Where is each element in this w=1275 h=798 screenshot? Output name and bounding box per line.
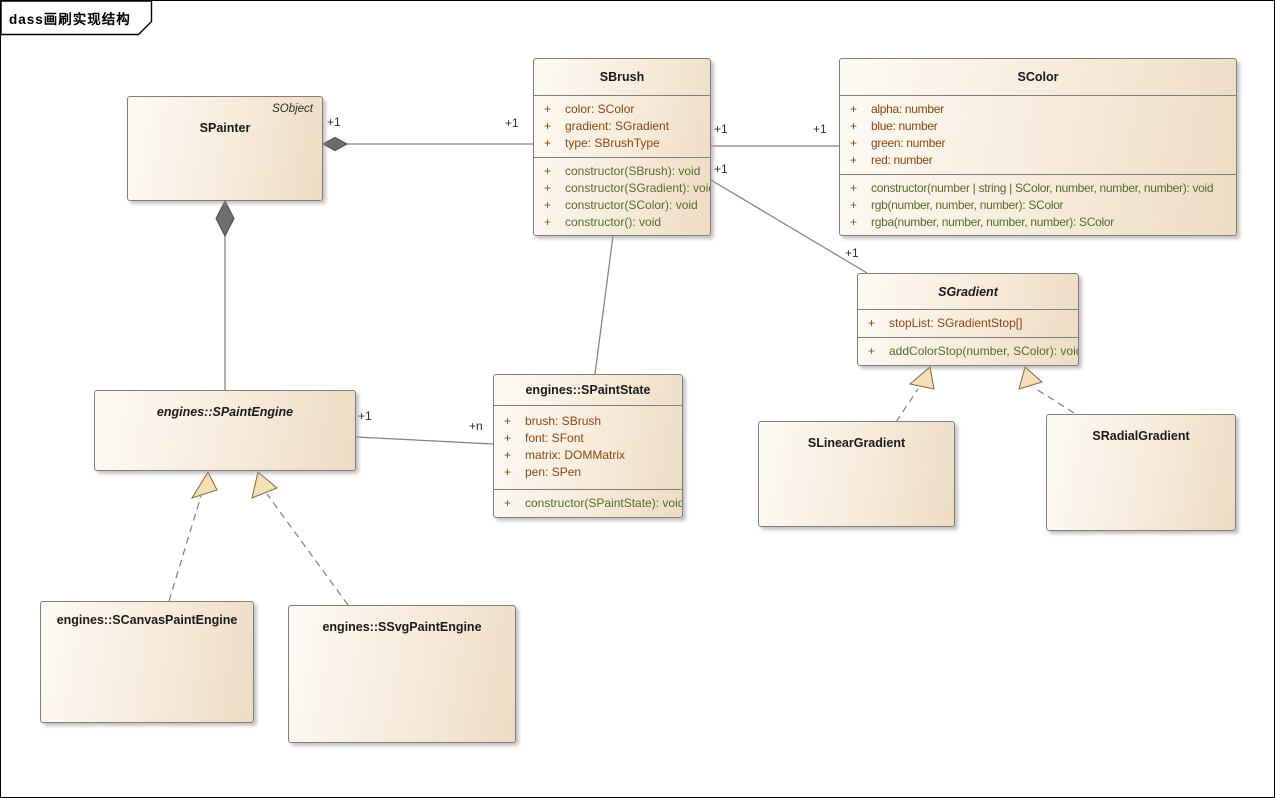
attribute-row: +stopList: SGradientStop[] [868, 316, 1023, 330]
operation-row: +constructor(SColor): void [544, 198, 698, 212]
operation-row: +constructor(number | string | SColor, n… [850, 181, 1214, 195]
connector-svgengine-paintengine [251, 471, 349, 606]
attribute-row: +green: number [850, 136, 946, 150]
attributes-compartment: +alpha: number +blue: number +green: numbe… [840, 95, 1236, 174]
diagram-frame-tab: dass画刷实现结构 [1, 1, 171, 41]
operation-row: +constructor(): void [544, 215, 662, 229]
attribute-row: +pen: SPen [504, 465, 582, 479]
attribute-row: +type: SBrushType [544, 136, 660, 150]
attributes-compartment: +color: SColor +gradient: SGradient +type:… [534, 95, 710, 157]
attribute-row: +blue: number [850, 119, 938, 133]
class-scolor[interactable]: SColor +alpha: number +blue: number +green… [839, 58, 1237, 236]
multiplicity-label: +n [469, 419, 483, 433]
class-sgradient[interactable]: SGradient +stopList: SGradientStop[] +ad… [857, 273, 1079, 366]
multiplicity-label: +1 [714, 162, 728, 176]
class-spainter[interactable]: SObject SPainter [127, 96, 323, 201]
attribute-row: +matrix: DOMMatrix [504, 448, 625, 462]
class-title: SLinearGradient [807, 436, 906, 450]
class-title: SBrush [599, 70, 645, 84]
diagram-title: dass画刷实现结构 [9, 12, 131, 27]
attribute-row: +gradient: SGradient [544, 119, 670, 133]
stereotype-label: SObject [272, 103, 313, 115]
attribute-row: +red: number [850, 153, 933, 167]
attribute-row: +font: SFont [504, 431, 584, 445]
connector-brush-state [594, 235, 614, 375]
multiplicity-label: +1 [813, 122, 827, 136]
class-title: engines::SPaintEngine [156, 405, 294, 419]
attributes-compartment: +stopList: SGradientStop[] [858, 309, 1078, 337]
operations-compartment: +constructor(SPaintState): void [494, 489, 682, 517]
connector-canvasengine-paintengine [168, 470, 218, 602]
connector-lineargradient-sgradient [895, 366, 935, 423]
attributes-compartment: +brush: SBrush +font: SFont +matrix: DOMMa… [494, 405, 682, 489]
attribute-row: +color: SColor [544, 102, 635, 116]
generalization-triangle-icon [1018, 366, 1044, 390]
operations-compartment: +constructor(SBrush): void +constructor(S… [534, 157, 711, 235]
operation-row: +constructor(SPaintState): void [504, 496, 683, 510]
operation-row: +rgb(number, number, number): SColor [850, 198, 1064, 212]
multiplicity-label: +1 [358, 409, 372, 423]
multiplicity-label: +1 [714, 122, 728, 136]
connector-radialgradient-sgradient [1018, 366, 1075, 414]
connector-painter-brush [321, 136, 533, 152]
multiplicity-label: +1 [845, 246, 859, 260]
operations-compartment: +addColorStop(number, SColor): void [858, 337, 1078, 365]
composition-diamond-icon [215, 199, 235, 238]
class-sbrush[interactable]: SBrush +color: SColor +gradient: SGradien… [533, 58, 711, 236]
operation-row: +constructor(SBrush): void [544, 164, 701, 178]
composition-diamond-icon [321, 136, 349, 152]
operation-row: +rgba(number, number, number, number): S… [850, 215, 1114, 229]
class-title: SColor [1017, 70, 1059, 84]
multiplicity-label: +1 [505, 116, 519, 130]
connector-painter-engine [215, 199, 235, 390]
generalization-triangle-icon [190, 470, 218, 499]
class-title: SRadialGradient [1092, 429, 1190, 443]
generalization-triangle-icon [251, 471, 278, 499]
connector-engine-state [355, 436, 494, 445]
generalization-triangle-icon [908, 366, 935, 390]
class-spaintstate[interactable]: engines::SPaintState +brush: SBrush+font… [493, 374, 683, 518]
attribute-row: +alpha: number [850, 102, 944, 116]
operation-row: +constructor(SGradient): void [544, 181, 711, 195]
class-spaintengine[interactable]: engines::SPaintEngine [94, 390, 356, 471]
frame-tab-shape [1, 1, 153, 36]
class-title: engines::SPaintState [525, 383, 651, 397]
class-title: engines::SSvgPaintEngine [322, 620, 482, 634]
operation-row: +addColorStop(number, SColor): void [868, 344, 1079, 358]
class-sradialgradient[interactable]: SRadialGradient [1046, 414, 1236, 531]
class-title: engines::SCanvasPaintEngine [56, 613, 238, 627]
class-ssvgpaintengine[interactable]: engines::SSvgPaintEngine [288, 605, 516, 743]
class-scanvaspaintengine[interactable]: engines::SCanvasPaintEngine [40, 601, 254, 723]
attribute-row: +brush: SBrush [504, 414, 602, 428]
class-slineargradient[interactable]: SLinearGradient [758, 421, 955, 527]
class-title: SGradient [938, 284, 998, 299]
operations-compartment: +constructor(number | string | SColor, n… [840, 174, 1236, 235]
multiplicity-label: +1 [327, 115, 341, 129]
class-title: SPainter [199, 121, 251, 135]
